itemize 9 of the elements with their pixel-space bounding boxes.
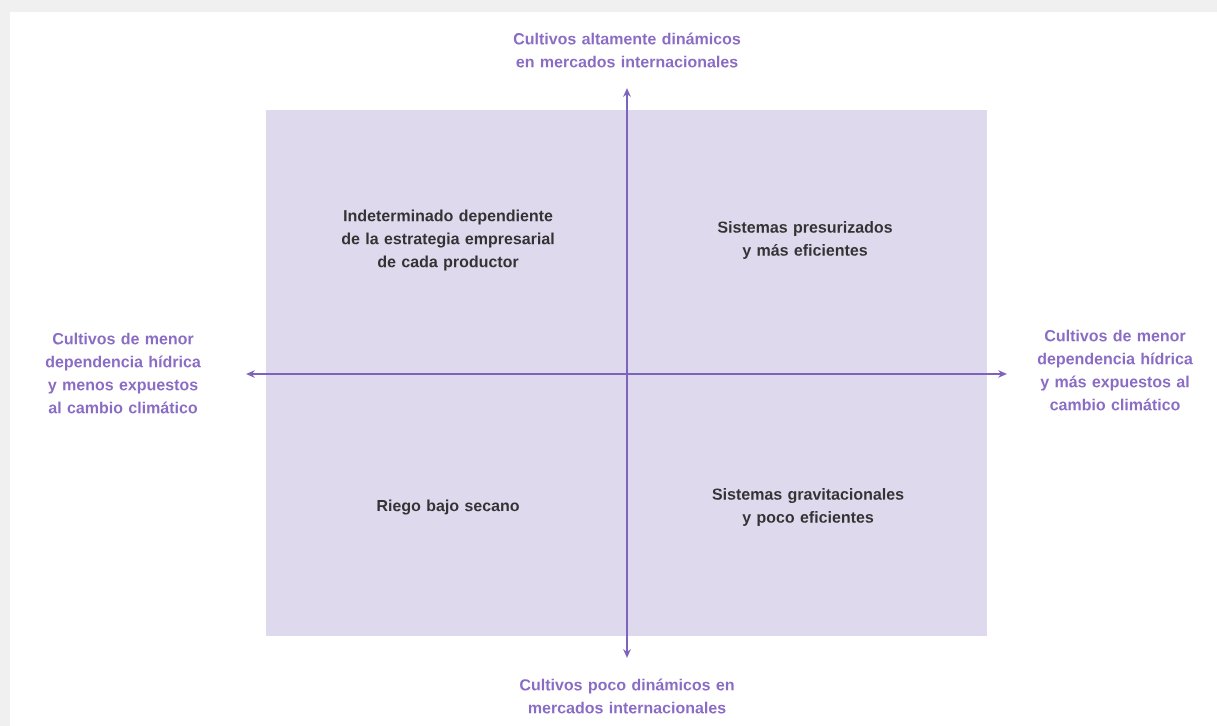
axis-label: Cultivos de menor dependencia hídrica y más expuestos al cambio climático <box>1037 329 1193 411</box>
quadrant-box <box>266 110 987 636</box>
axis-label: Cultivos poco dinámicos en mercados internacionales <box>520 678 734 714</box>
quadrant-label: Indeterminado dependiente de la estrategia empresarial de cada productor <box>341 209 554 271</box>
axis-label: Cultivos altamente dinámicos en mercados internacionales <box>513 32 741 68</box>
axis-label: Cultivos de menor dependencia hídrica y menos expuestos al cambio climático <box>45 332 201 414</box>
quadrant-label: Sistemas presurizados y más eficientes <box>717 221 892 259</box>
quadrant-label: Riego bajo secano <box>377 499 519 515</box>
quadrant-label: Sistemas gravitacionales y poco eficientes <box>712 488 904 526</box>
